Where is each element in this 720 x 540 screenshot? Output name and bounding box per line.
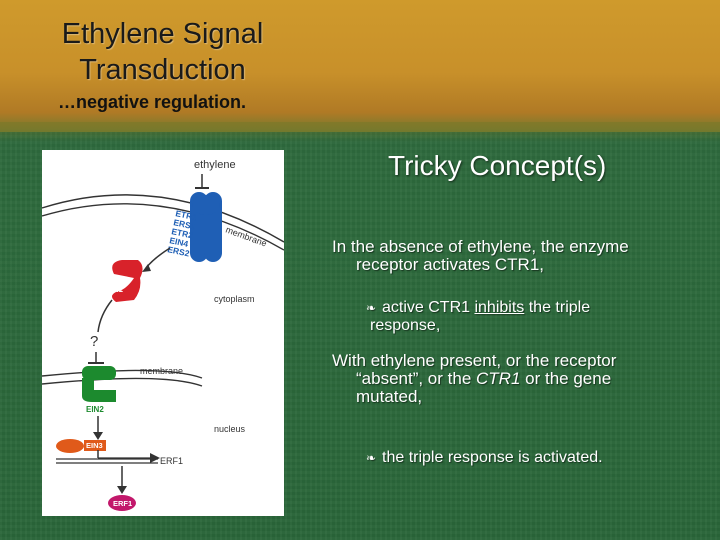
membrane-line-inner [42, 203, 284, 251]
slide-subtitle: …negative regulation. [58, 92, 247, 112]
bullet1-inhibits: inhibits [474, 299, 525, 316]
para2-line2-pre: “absent”, or the [356, 369, 477, 388]
paragraph-presence: With ethylene present, or the receptor “… [332, 352, 702, 406]
ein3-label-box [84, 440, 106, 451]
receptor-to-ctr1-arrow [145, 247, 171, 269]
ein2-protein [82, 378, 116, 402]
concept-heading: Tricky Concept(s) [388, 150, 607, 181]
ein3-label: EIN3 [86, 441, 103, 450]
receptor-top [192, 195, 220, 215]
cytoplasm-label: cytoplasm [214, 294, 255, 304]
erf1-gene-label: ERF1 [160, 456, 183, 466]
ctr1-label: CTR1 [102, 285, 123, 294]
leaf-bullet-icon: ❧ [366, 451, 377, 465]
leaf-bullet-icon: ❧ [366, 301, 377, 315]
signaling-diagram: ethylene membrane ETR1 ERS1 ETR2 EIN4 ER… [42, 150, 284, 516]
membrane-mid-label: membrane [140, 366, 183, 376]
erf1-protein [108, 495, 136, 511]
receptor-to-ctr1-arrowhead [142, 264, 151, 272]
receptor-label-3: ETR2 [171, 226, 195, 240]
receptor-label-4: EIN4 [169, 235, 190, 249]
membrane-mid-line-outer [42, 369, 203, 379]
membrane-mid-line-inner [42, 377, 203, 387]
nucleus-label: nucleus [214, 424, 246, 434]
paragraph-absence: In the absence of ethylene, the enzyme r… [332, 238, 712, 274]
bullet-triple-response: ❧ the triple response is activated. [366, 449, 686, 467]
receptor-label-1: ETR1 [175, 208, 199, 222]
receptor-label-2: ERS1 [173, 217, 197, 231]
membrane-top-label: membrane [224, 224, 268, 248]
paragraph-presence-line1: With ethylene present, or the receptor [332, 351, 617, 370]
receptor-label-5: ERS2 [167, 244, 191, 258]
para2-line2-italic: CTR1 [476, 369, 521, 388]
para2-line2-post: or the gene [520, 369, 612, 388]
ein2-label: EIN2 [86, 405, 104, 414]
paragraph-absence-line2: receptor activates CTR1, [356, 255, 545, 274]
question-mark: ? [90, 333, 98, 350]
bullet-ctr1-inhibits: ❧ active CTR1 inhibits the triple respons… [366, 299, 666, 335]
ethylene-label: ethylene [194, 159, 236, 171]
paragraph-presence-line3: mutated, [356, 387, 423, 406]
diagram-svg: ethylene membrane ETR1 ERS1 ETR2 EIN4 ER… [42, 159, 284, 511]
erf1-protein-label: ERF1 [113, 499, 132, 508]
ein3-protein [56, 439, 84, 453]
receptor-dimer [190, 192, 222, 262]
bullet1-line2: response, [370, 317, 441, 334]
bullet2-text: the triple response is activated. [382, 449, 603, 466]
paragraph-absence-line1: In the absence of ethylene, the enzyme [332, 237, 629, 256]
ein2-down-arrowhead [93, 432, 103, 440]
ctr1-down-arrow [97, 299, 113, 333]
membrane-line-outer [42, 194, 284, 243]
bullet1-post: the triple [524, 299, 591, 316]
paragraph-presence-line2: “absent”, or the CTR1 or the gene [332, 370, 702, 388]
transcription-arrowhead [150, 453, 160, 463]
slide-title: Ethylene Signal Transduction [61, 18, 264, 86]
ctr1-protein [112, 260, 143, 302]
ein2-membrane-part [82, 366, 116, 380]
erf1-down-arrowhead [117, 486, 127, 494]
bullet1-pre: active CTR1 [382, 299, 475, 316]
title-band [0, 0, 720, 142]
